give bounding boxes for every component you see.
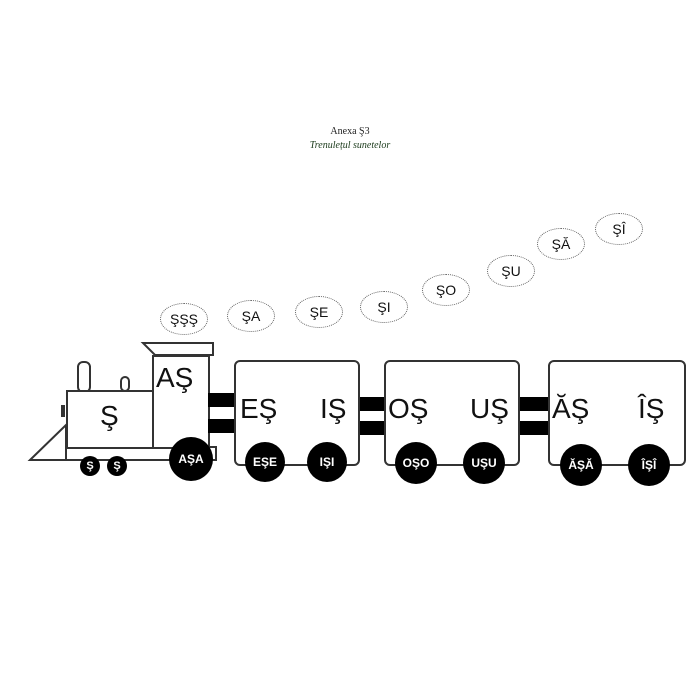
locomotive-cab-letter: AŞ: [156, 362, 194, 393]
wagon-letter: ĂŞ: [552, 393, 590, 424]
wagon-wheel: EŞE: [245, 442, 285, 482]
wagon-wheel: IŞI: [307, 442, 347, 482]
smoke-cloud: ŞE: [295, 296, 343, 328]
wagon-wheel: ÎŞÎ: [628, 444, 670, 486]
smoke-cloud: ŞĂ: [537, 228, 585, 260]
smoke-cloud: ŞU: [487, 255, 535, 287]
coupler: [518, 397, 548, 411]
coupler: [518, 421, 548, 435]
annex-subtitle: Trenulețul sunetelor: [309, 140, 391, 151]
coupler: [358, 397, 384, 411]
smoke-cloud: ŞA: [227, 300, 275, 332]
wagon-wheel: OŞO: [395, 442, 437, 484]
wagon-letter: EŞ: [240, 393, 278, 424]
small-wheel: Ş: [107, 456, 127, 476]
smoke-cloud: ŞO: [422, 274, 470, 306]
locomotive-body-letter: Ş: [100, 400, 119, 431]
wagon-wheel: ĂŞĂ: [560, 444, 602, 486]
wagon-letter: UŞ: [470, 393, 509, 424]
annex-title: Anexa Ş3: [330, 126, 370, 137]
smoke-cloud: ŞÎ: [595, 213, 643, 245]
smoke-cloud: ŞŞŞ: [160, 303, 208, 335]
wagon-letter: IŞ: [320, 393, 347, 424]
wagon-letter: ÎŞ: [638, 393, 665, 424]
smoke-cloud: ŞI: [360, 291, 408, 323]
locomotive-body: [66, 390, 156, 449]
coupler: [358, 421, 384, 435]
big-wheel: AŞA: [169, 437, 213, 481]
coupler: [208, 393, 234, 407]
small-wheel: Ş: [80, 456, 100, 476]
wagon-letter: OŞ: [388, 393, 429, 424]
coupler: [208, 419, 234, 433]
wagon-wheel: UŞU: [463, 442, 505, 484]
